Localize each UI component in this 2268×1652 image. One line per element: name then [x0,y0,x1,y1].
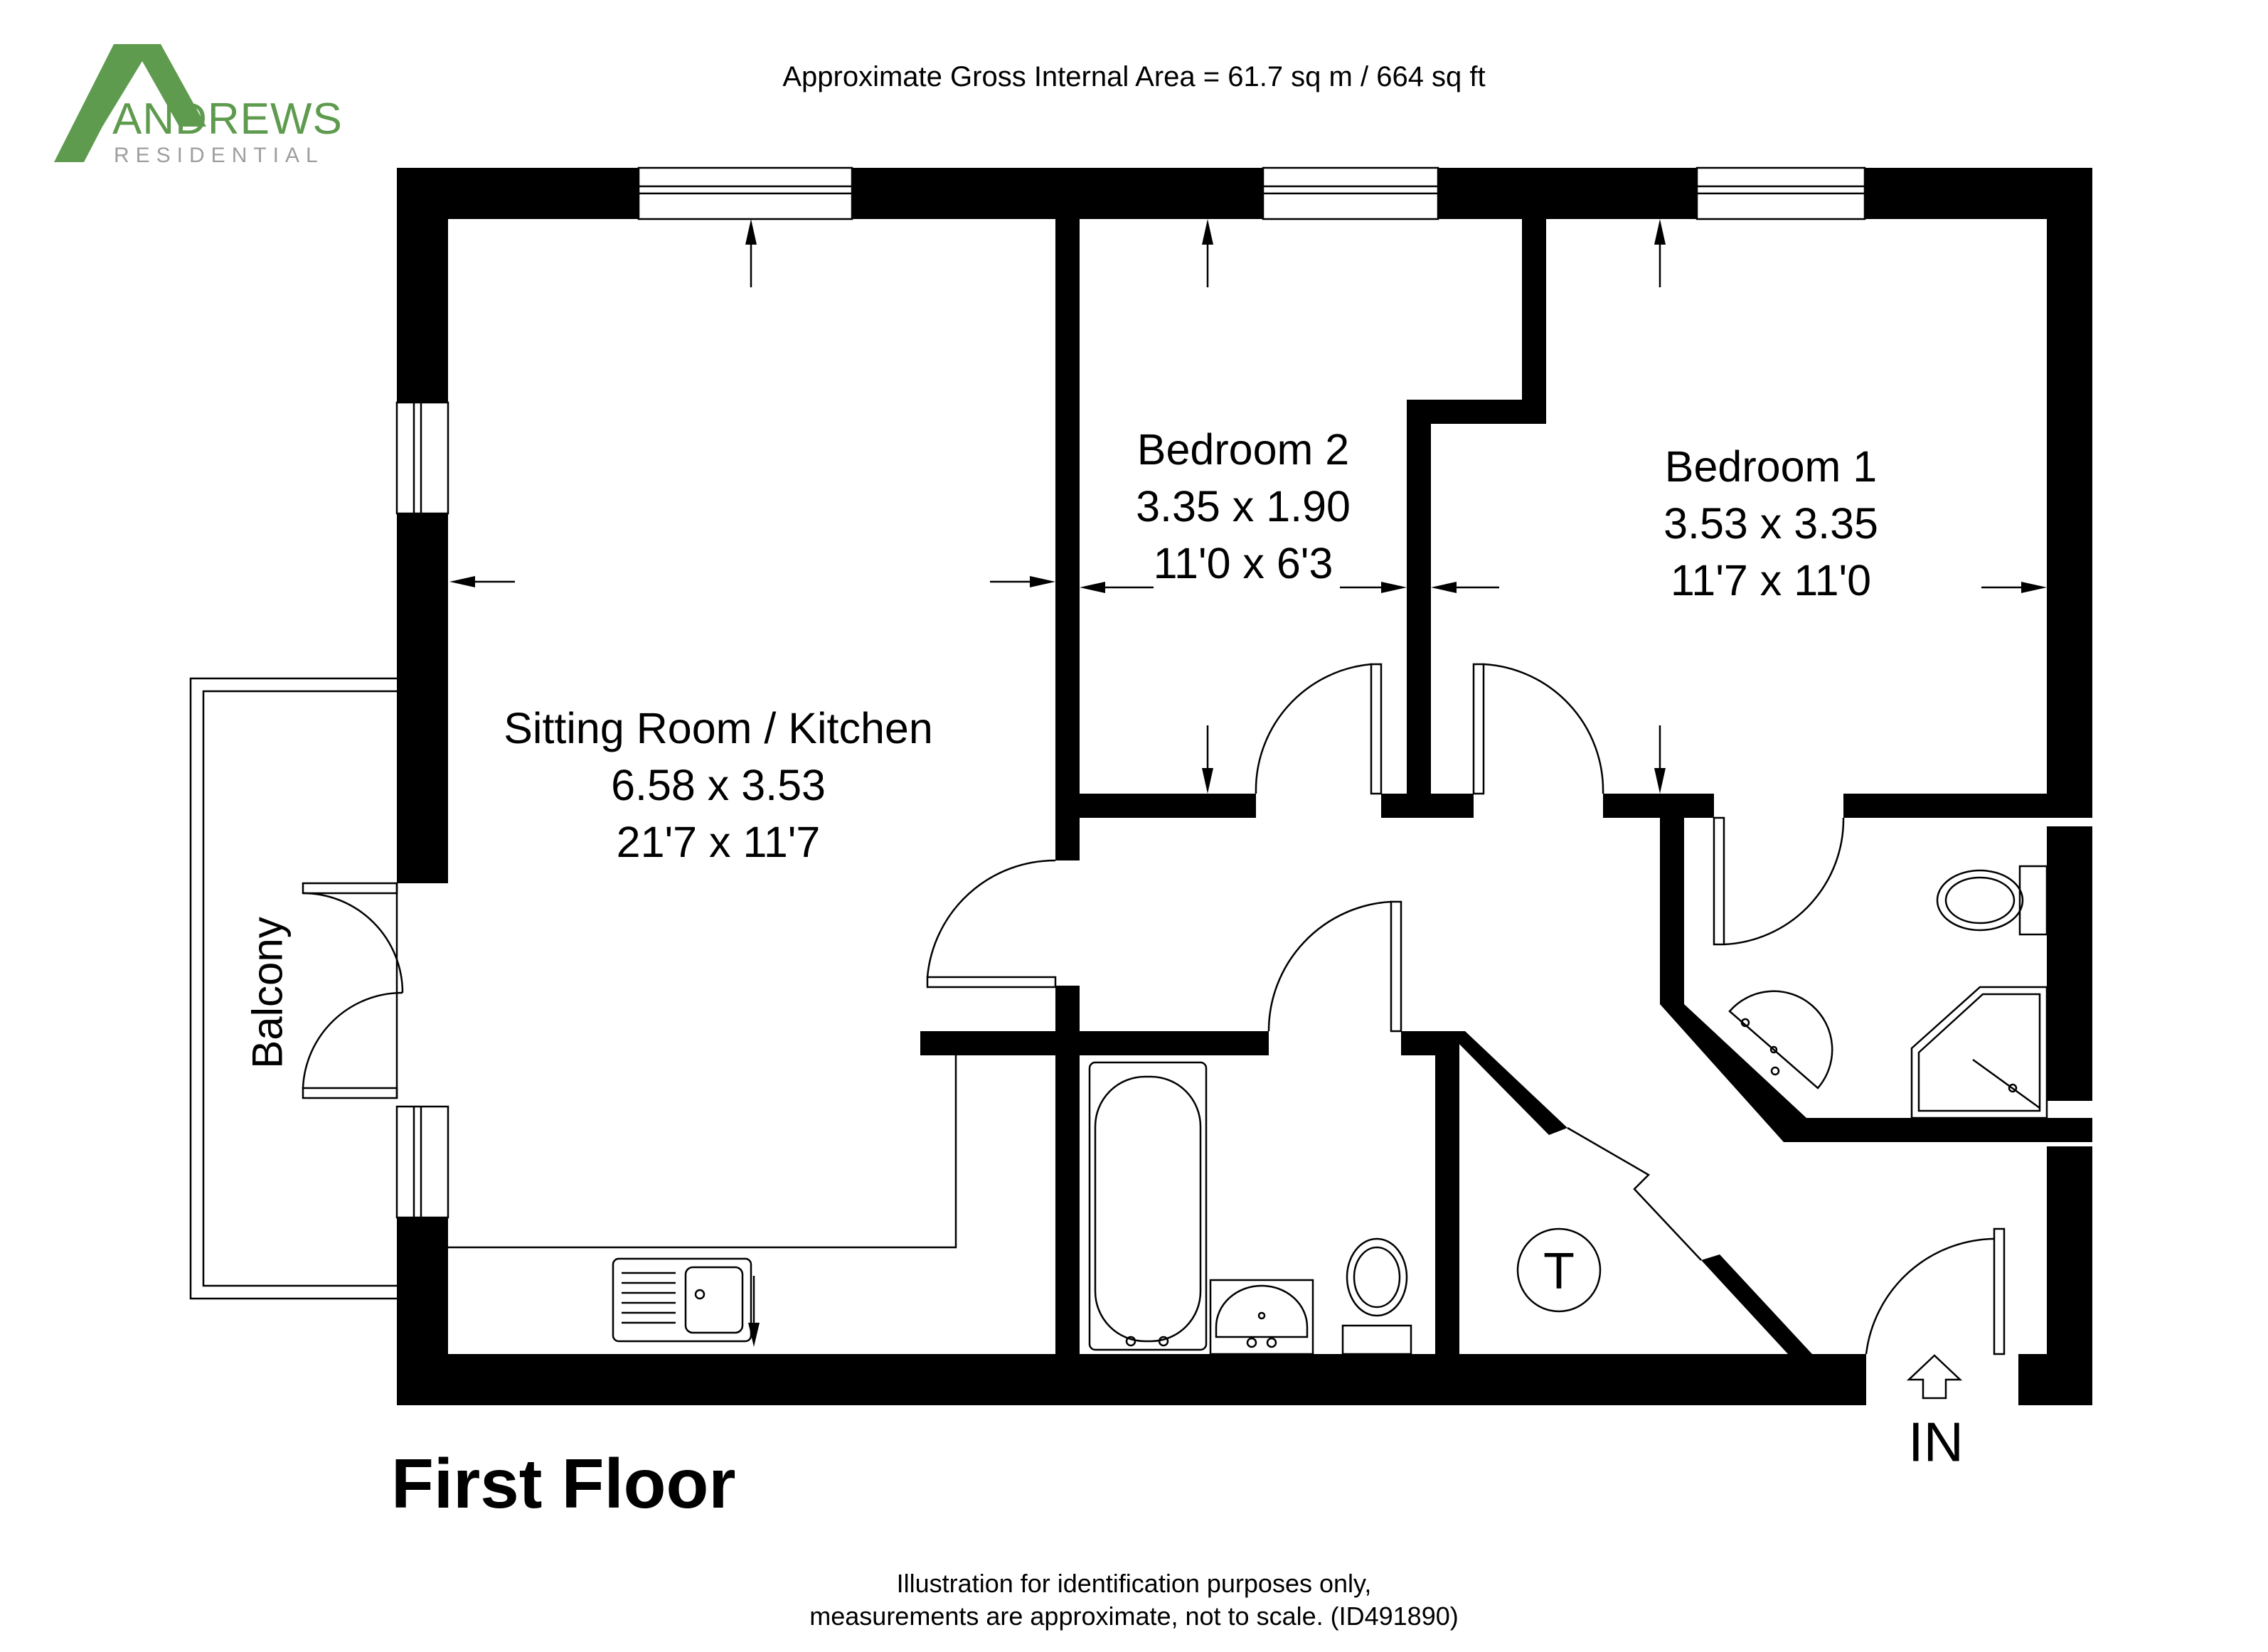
door-cupboard-bifold [1567,1126,1702,1261]
bedroom1-name: Bedroom 1 [1664,442,1878,491]
wall-cupboard-diag-lower [1701,1254,1812,1354]
wall-sitting-bed2 [1055,219,1080,860]
wall-right-b [2047,826,2092,1101]
door-ensuite-leaf [1713,816,1725,946]
ensuite-basin-icon [1728,990,1833,1089]
toilet-icon [1341,1324,1412,1355]
wall-hall-bath-a [920,1031,1269,1055]
sitting-room-imperial: 21'7 x 11'7 [616,818,821,866]
footer-line-2: measurements are approximate, not to sca… [809,1602,1459,1631]
dimension-arrows [449,219,2047,794]
door-bedroom1-leaf [1472,663,1485,795]
wall-bed2-bed1 [1407,400,1431,798]
wall-right-a [2047,168,2092,794]
bedroom1-metric: 3.53 x 3.35 [1663,499,1878,548]
room-label-bedroom1: Bedroom 1 3.53 x 3.35 11'7 x 11'0 [1550,438,1991,609]
ensuite-fittings [1728,865,2048,1119]
wall-ensuite-bottom [1784,1118,2092,1142]
wall-bath-cupboard [1435,1031,1459,1354]
kitchen-sink-icon [612,1257,752,1343]
room-label-sitting: Sitting Room / Kitchen 6.58 x 3.53 21'7 … [484,700,953,870]
room-label-bedroom2: Bedroom 2 3.35 x 1.90 11'0 x 6'3 [1080,421,1407,592]
wall-bed2-bottom-a [1055,794,1256,818]
door-bathroom-leaf [1390,900,1402,1033]
ensuite-toilet-icon [2018,865,2048,936]
door-entrance-leaf [1993,1227,2006,1355]
logo-tagline: RESIDENTIAL [114,144,324,167]
cupboard-label: T [1543,1243,1575,1300]
windows [395,166,1866,1219]
balcony-door-swing-upper [302,892,404,993]
window-sitting-left-upper [395,401,449,515]
wall-left-a [397,168,448,403]
bedroom2-imperial: 11'0 x 6'3 [1153,539,1333,587]
door-bedroom2-swing [1255,663,1372,794]
wall-ensuite-left [1660,818,1684,1004]
bedroom2-metric: 3.35 x 1.90 [1136,482,1351,531]
bedroom1-imperial: 11'7 x 11'0 [1670,556,1872,604]
logo-roof-mark [54,44,206,162]
door-bedroom1-swing [1483,663,1604,794]
wall-top-b [852,168,1263,219]
door-ensuite-swing [1723,817,1845,946]
bath-icon [1088,1061,1208,1351]
balcony [189,677,404,1300]
window-sitting-left-lower [395,1105,449,1219]
wall-bed1-step-top [1522,219,1546,424]
wall-kitchen-bath [1055,1028,1080,1354]
sitting-room-name: Sitting Room / Kitchen [504,704,933,752]
entrance-arrow-icon [1906,1354,1963,1400]
wall-right-c [2047,1146,2092,1405]
door-bedroom2-leaf [1370,663,1383,795]
entrance-label: IN [1908,1410,1964,1474]
balcony-label: Balcony [243,917,292,1069]
wall-bed1-bottom-b [1843,794,2092,818]
andrews-logo [54,44,206,162]
sitting-room-metric: 6.58 x 3.53 [611,761,826,809]
balcony-door-swing-lower [302,991,403,1089]
tank-symbol [1516,1227,1602,1313]
interior-walls [920,219,2092,1354]
bedroom2-name: Bedroom 2 [1136,425,1350,474]
shower-tray-icon [1910,986,2048,1119]
wall-ensuite-diagonal [1660,1004,1806,1142]
wall-left-b [397,513,448,883]
wall-top-c [1438,168,1697,219]
basin-icon [1209,1279,1314,1355]
wall-bottom-a [397,1354,1866,1405]
outer-walls [397,168,2092,1405]
logo-name: ANDREWS [112,95,343,144]
gross-internal-area: Approximate Gross Internal Area = 61.7 s… [782,61,1486,92]
kitchen-worktop [448,1055,957,1249]
bathroom-fittings [1088,1061,1412,1355]
wall-bed1-bottom-a [1603,794,1714,818]
wall-sitting-hall-lower [1055,986,1080,1028]
door-sitting-hall-swing [926,859,1056,978]
door-entrance-swing [1865,1237,1995,1355]
floor-title: First Floor [391,1444,736,1523]
balcony-door-leaf-lower [302,1087,398,1099]
door-sitting-hall-leaf [926,976,1057,988]
doors [926,663,2006,1400]
footer-line-1: Illustration for identification purposes… [896,1569,1372,1598]
kitchen-fittings [448,1055,957,1347]
wall-bed2-bottom-b [1381,794,1474,818]
wall-cupboard-diag-upper [1447,1031,1567,1135]
door-bathroom-swing [1267,900,1392,1032]
balcony-door-leaf-upper [302,882,398,895]
